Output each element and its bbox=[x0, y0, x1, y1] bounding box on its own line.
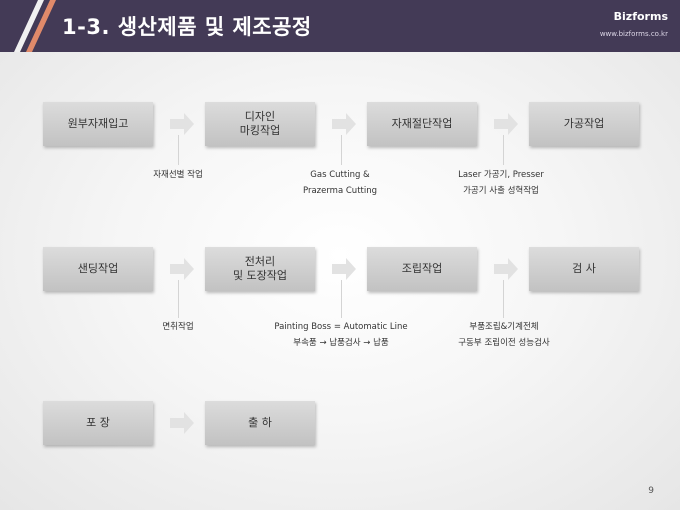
note-painting-line: Painting Boss = Automatic Line 부속품 → 납품검… bbox=[246, 319, 436, 351]
note-line: Gas Cutting & bbox=[310, 170, 370, 180]
note-line: 면취작업 bbox=[162, 322, 194, 332]
step-pretreatment-painting: 전처리 및 도장작업 bbox=[205, 247, 315, 291]
note-line: 가공기 사출 성혁작업 bbox=[463, 186, 539, 196]
step-sanding: 샌딩작업 bbox=[43, 247, 153, 291]
step-packaging: 포 장 bbox=[43, 401, 153, 445]
note-line: 구동부 조립이전 성능검사 bbox=[458, 338, 550, 348]
note-line: Painting Boss = Automatic Line bbox=[274, 322, 408, 332]
page-title: 1-3. 생산제품 및 제조공정 bbox=[62, 15, 312, 39]
flow-arrow bbox=[494, 113, 518, 135]
flow-arrow bbox=[332, 113, 356, 135]
flow-arrow bbox=[170, 258, 194, 280]
connector-line bbox=[341, 280, 342, 318]
note-line: 부속품 → 납품검사 → 납품 bbox=[293, 338, 389, 348]
flow-arrow bbox=[170, 113, 194, 135]
brand-url: www.bizforms.co.kr bbox=[599, 30, 668, 38]
connector-line bbox=[178, 280, 179, 318]
step-inspection: 검 사 bbox=[529, 247, 639, 291]
flow-arrow bbox=[170, 412, 194, 434]
connector-line bbox=[503, 135, 504, 165]
step-design-marking: 디자인 마킹작업 bbox=[205, 102, 315, 146]
note-material-selection: 자재선별 작업 bbox=[128, 167, 228, 183]
brand-name: Bizforms bbox=[613, 10, 668, 23]
step-processing: 가공작업 bbox=[529, 102, 639, 146]
header-bar: 1-3. 생산제품 및 제조공정 Bizforms www.bizforms.c… bbox=[0, 0, 680, 52]
step-assembly: 조립작업 bbox=[367, 247, 477, 291]
flow-arrow bbox=[494, 258, 518, 280]
note-line: Prazerma Cutting bbox=[302, 186, 378, 196]
connector-line bbox=[178, 135, 179, 165]
header-stripes bbox=[14, 0, 56, 52]
page-number: 9 bbox=[648, 486, 654, 496]
note-gas-cutting: Gas Cutting & Prazerma Cutting bbox=[280, 167, 400, 199]
note-assembly-inspection: 부품조립&기계전체 구동부 조립이전 성능검사 bbox=[436, 319, 572, 351]
connector-line bbox=[503, 280, 504, 318]
note-laser-processing: Laser 가공기, Presser 가공기 사출 성혁작업 bbox=[436, 167, 566, 199]
step-material-cutting: 자재절단작업 bbox=[367, 102, 477, 146]
step-material-receiving: 원부자재입고 bbox=[43, 102, 153, 146]
note-line: 자재선별 작업 bbox=[153, 170, 203, 180]
note-line: 부품조립&기계전체 bbox=[469, 322, 539, 332]
flow-arrow bbox=[332, 258, 356, 280]
step-shipping: 출 하 bbox=[205, 401, 315, 445]
note-chamfering: 면취작업 bbox=[128, 319, 228, 335]
connector-line bbox=[341, 135, 342, 165]
note-line: Laser 가공기, Presser bbox=[458, 170, 544, 180]
